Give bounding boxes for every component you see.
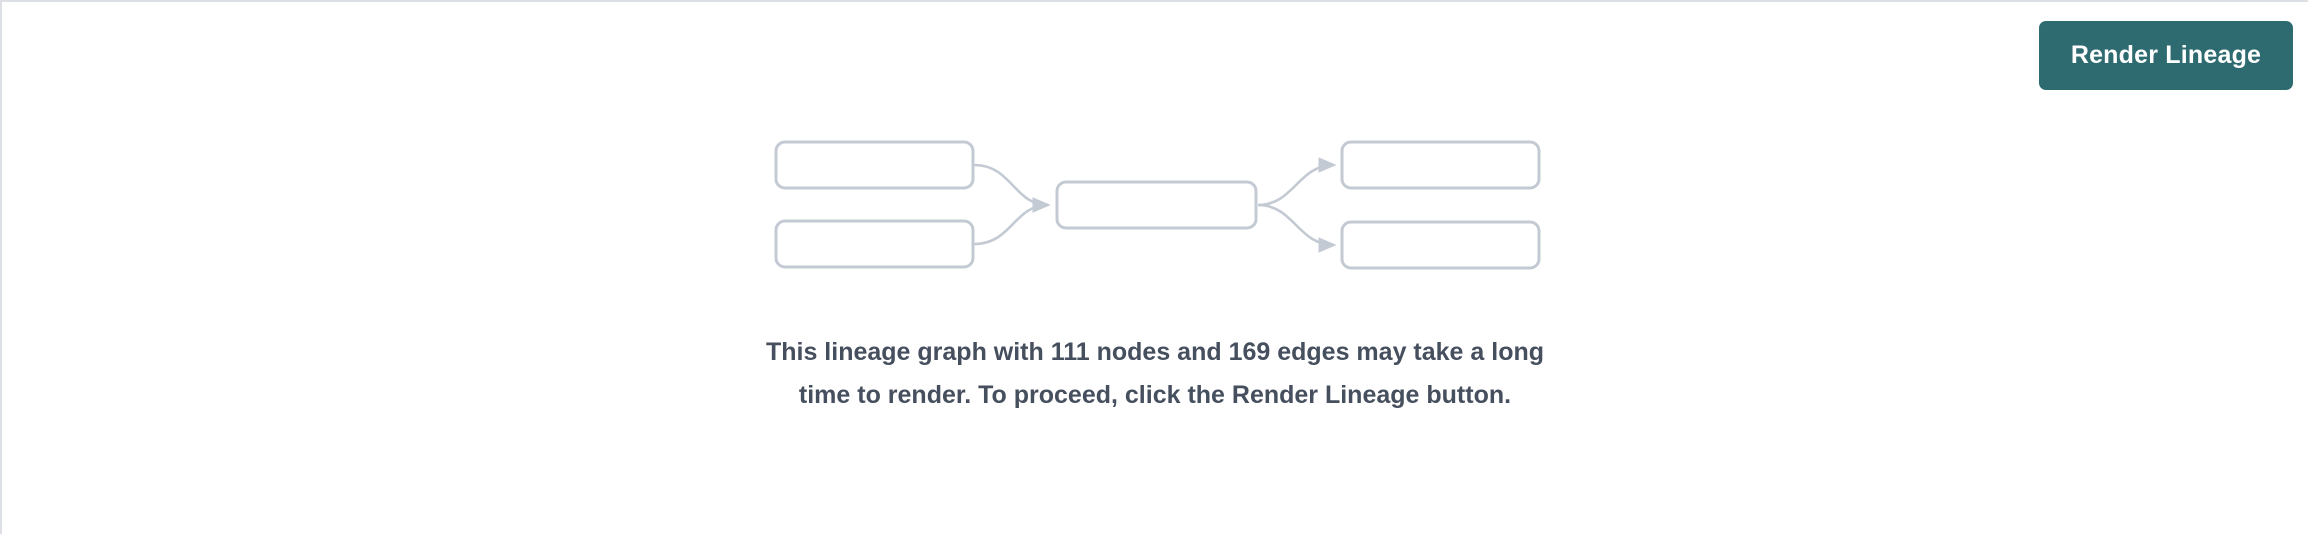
lineage-node-left-top[interactable]: [774, 140, 975, 190]
lineage-warning-message: This lineage graph with 111 nodes and 16…: [765, 338, 1545, 409]
lineage-node-right-bottom[interactable]: [1340, 220, 1541, 270]
lineage-graph-svg: [774, 140, 1541, 270]
edge-left-bottom-to-center: [973, 197, 1051, 246]
lineage-node-right-top[interactable]: [1340, 140, 1541, 190]
lineage-node-center[interactable]: [1055, 180, 1258, 230]
edge-left-top-to-center: [973, 163, 1051, 213]
edge-center-to-right-top: [1257, 157, 1337, 207]
lineage-node-left-bottom[interactable]: [774, 219, 975, 269]
edge-center-to-right-bottom: [1257, 203, 1337, 253]
lineage-graph-placeholder: [2, 2, 2308, 302]
render-lineage-button[interactable]: Render Lineage: [2039, 21, 2293, 90]
